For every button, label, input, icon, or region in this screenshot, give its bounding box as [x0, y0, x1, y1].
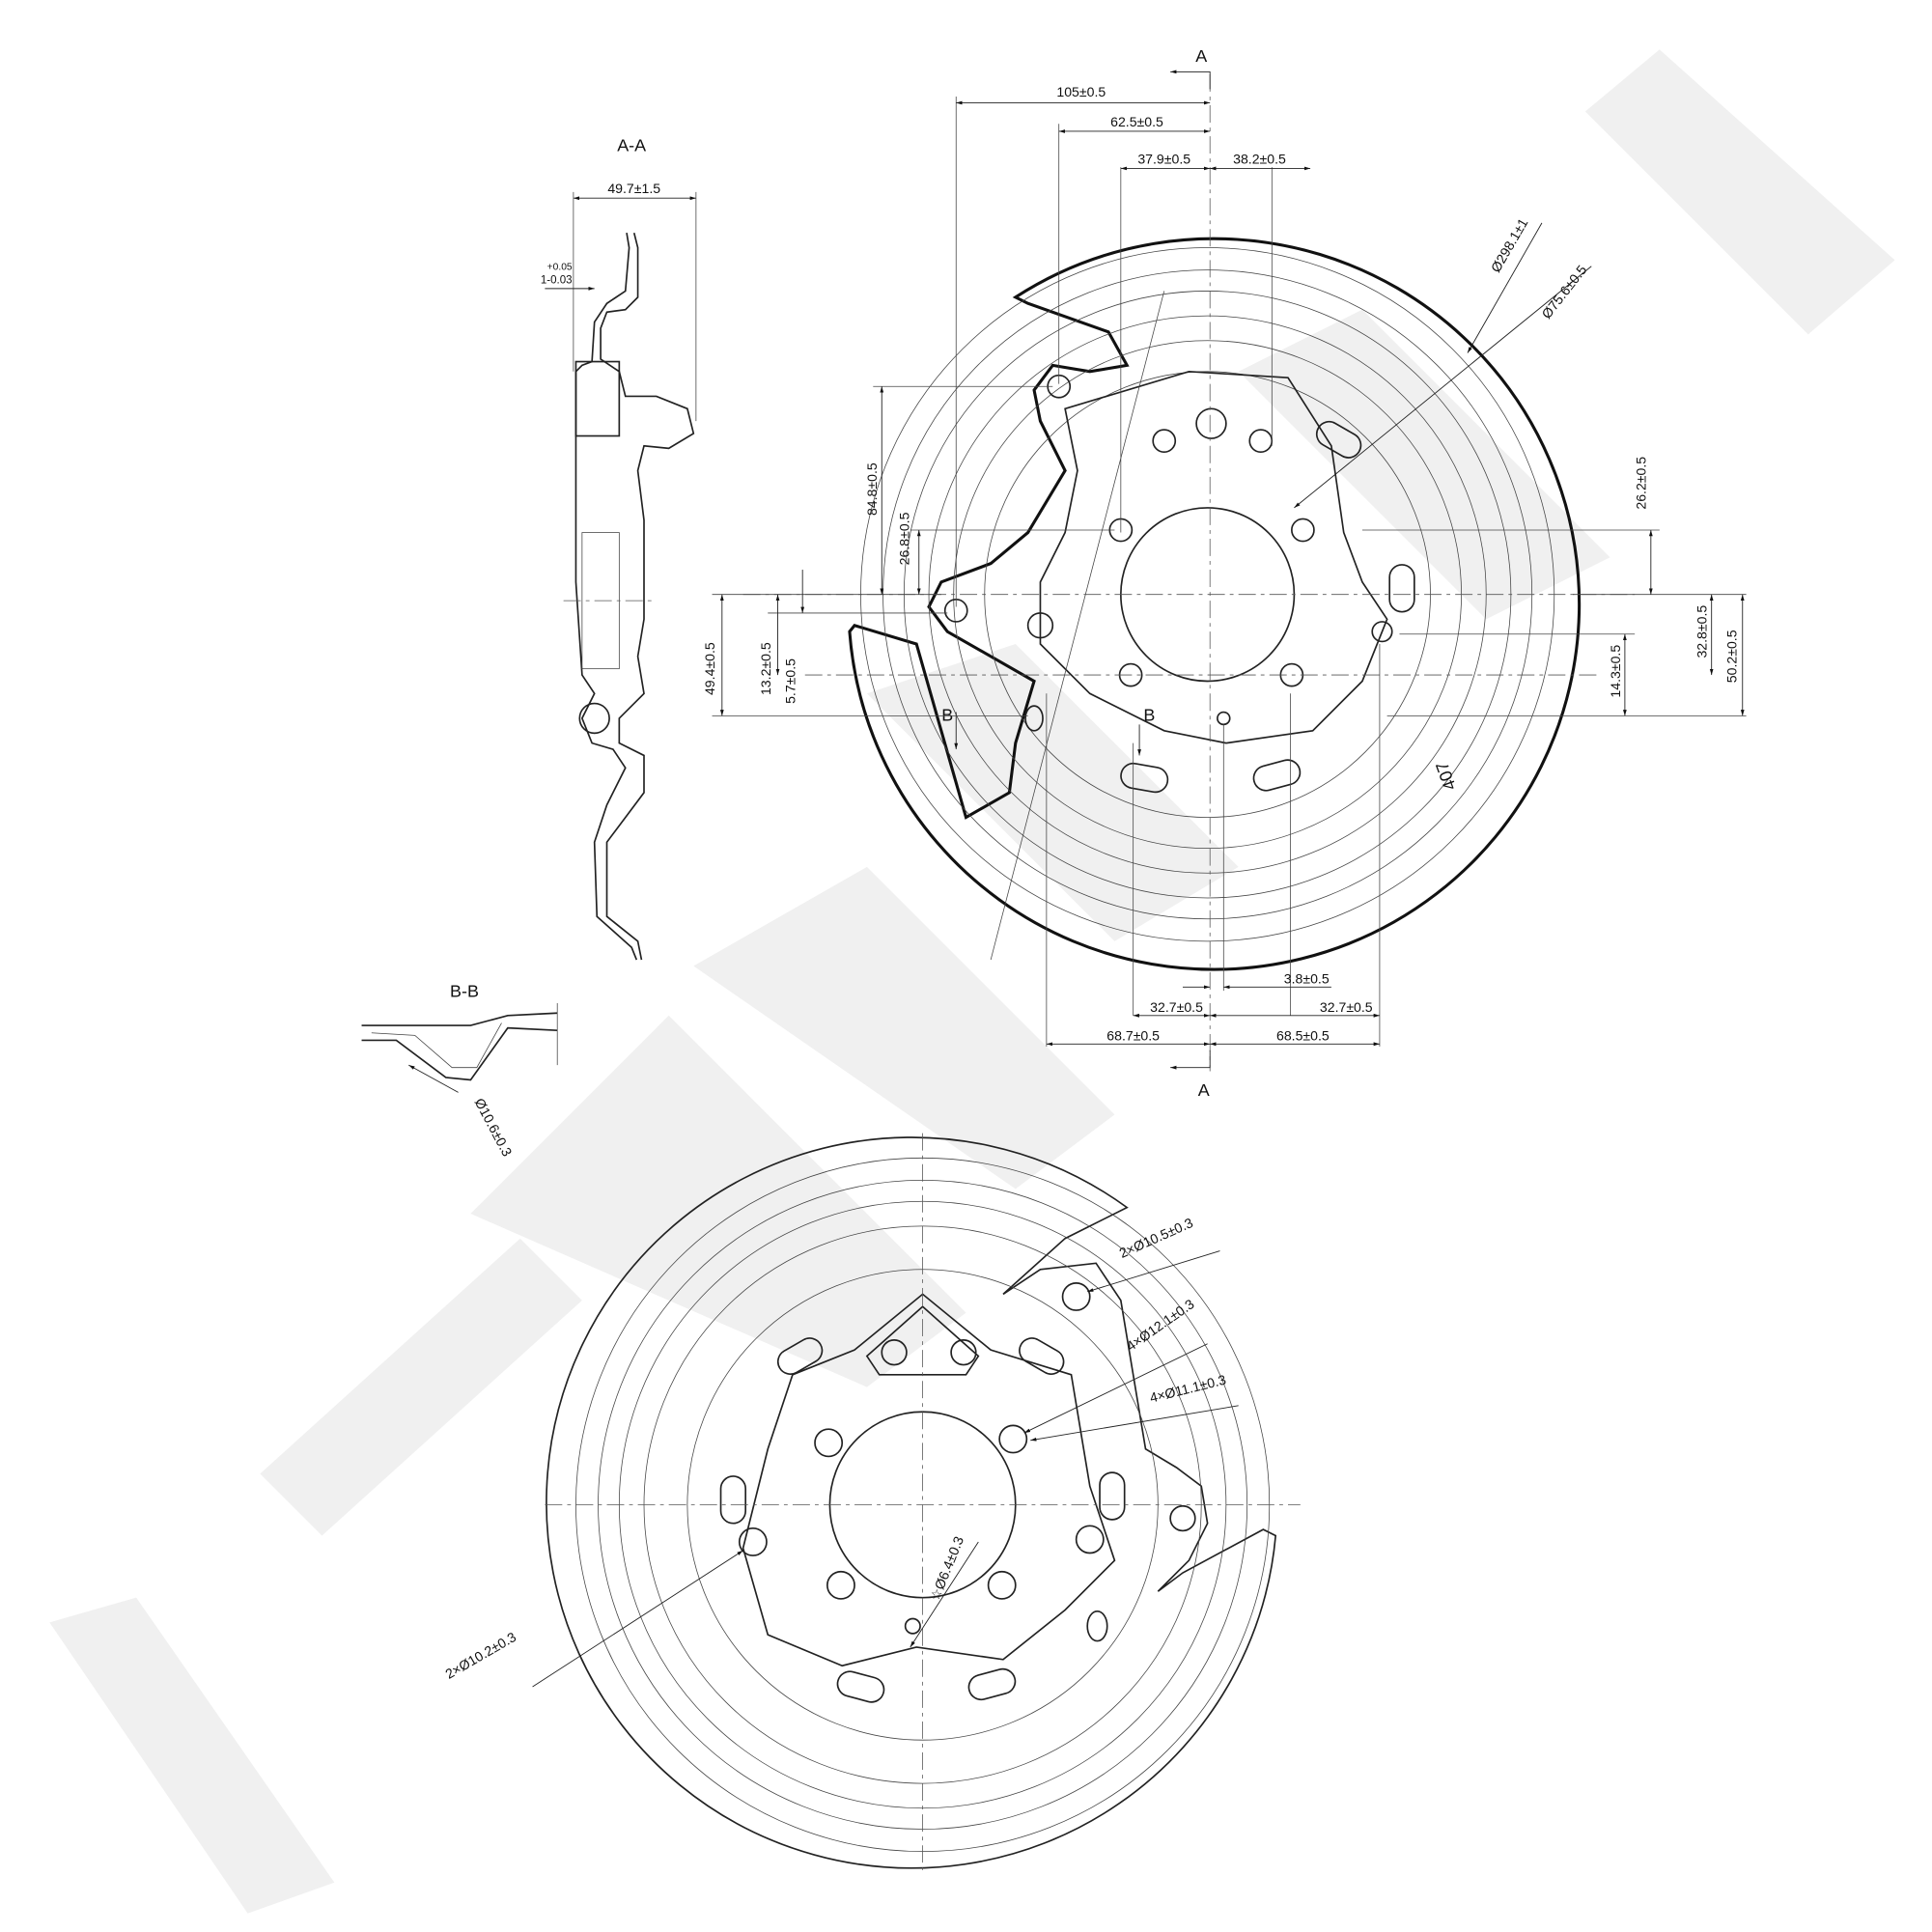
- bb-hole-dim: Ø10.6±0.3: [472, 1096, 516, 1160]
- callout-2x-10-2: 2×Ø10.2±0.3: [442, 1629, 518, 1682]
- dim-49-4: 49.4±0.5: [702, 642, 717, 695]
- dim-5-7: 5.7±0.5: [782, 658, 798, 704]
- dim-outer-diameter: Ø298.1±1: [1488, 215, 1531, 275]
- dim-14-3: 14.3±0.5: [1608, 645, 1623, 698]
- aa-tol-upper: +0.05: [547, 263, 573, 273]
- section-mark-a-bottom: A: [1198, 1080, 1210, 1100]
- dim-13-2: 13.2±0.5: [758, 642, 773, 695]
- dim-105: 105±0.5: [1056, 84, 1106, 99]
- callout-2x-10-5: 2×Ø10.5±0.3: [1117, 1215, 1195, 1261]
- rear-vent-pads: [719, 1337, 1126, 1703]
- section-bb-view: B-B Ø10.6±0.3: [361, 982, 558, 1160]
- aa-width-dim: 49.7±1.5: [607, 181, 660, 196]
- dim-37-9: 37.9±0.5: [1137, 151, 1190, 166]
- section-mark-b-left: B: [941, 706, 953, 725]
- dim-50-2: 50.2±0.5: [1723, 630, 1739, 683]
- dim-62-5: 62.5±0.5: [1110, 114, 1163, 129]
- dim-26-8: 26.8±0.5: [896, 512, 911, 565]
- dim-3-8: 3.8±0.5: [1284, 970, 1330, 986]
- dim-38-2: 38.2±0.5: [1233, 151, 1286, 166]
- section-bb-title: B-B: [450, 982, 479, 1001]
- dim-32-7-left: 32.7±0.5: [1150, 999, 1203, 1015]
- section-mark-a-top: A: [1195, 46, 1207, 66]
- section-aa-title: A-A: [617, 135, 646, 154]
- dim-32-8: 32.8±0.5: [1694, 605, 1710, 658]
- vent-pads: [1120, 420, 1415, 794]
- section-aa-view: A-A 49.7±1.5 +0.05 1-0.03: [541, 135, 697, 961]
- dim-hub-diameter: Ø75.6±0.5: [1538, 262, 1589, 322]
- callout-6-4: ☆Ø6.4±0.3: [927, 1534, 966, 1604]
- aa-tol-lower: 1-0.03: [541, 275, 573, 287]
- dim-68-5: 68.5±0.5: [1276, 1027, 1330, 1043]
- callout-4x-11-1: 4×Ø11.1±0.3: [1148, 1372, 1227, 1406]
- dim-68-7: 68.7±0.5: [1106, 1027, 1160, 1043]
- dim-32-7-right: 32.7±0.5: [1320, 999, 1373, 1015]
- watermark-logo: [49, 49, 1895, 1914]
- section-mark-b-right: B: [1143, 706, 1155, 725]
- part-stamp: 407: [1432, 759, 1460, 793]
- dim-84-8: 84.8±0.5: [864, 462, 880, 516]
- dim-26-2: 26.2±0.5: [1634, 457, 1649, 510]
- callout-4x-12-1: 4×Ø12.1±0.3: [1123, 1296, 1196, 1354]
